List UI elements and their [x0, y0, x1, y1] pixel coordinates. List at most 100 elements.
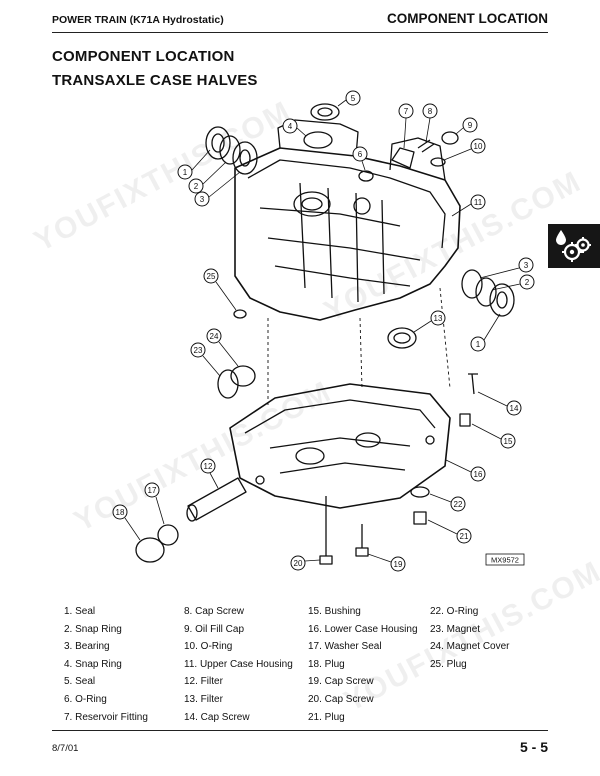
legend-item: 7. Reservoir Fitting: [64, 711, 148, 723]
svg-text:19: 19: [394, 560, 403, 569]
svg-text:3: 3: [200, 195, 205, 204]
reservoir-fitting: [391, 147, 415, 169]
callout: 11: [451, 194, 486, 217]
svg-text:22: 22: [454, 500, 463, 509]
legend-column: 22. O-Ring 23. Magnet 24. Magnet Cover 2…: [430, 603, 510, 673]
svg-text:5: 5: [351, 94, 356, 103]
header-chapter: POWER TRAIN (K71A Hydrostatic): [52, 14, 224, 26]
callout: 1: [470, 313, 501, 352]
svg-text:16: 16: [474, 470, 483, 479]
legend-item: 1. Seal: [64, 606, 96, 617]
callout: 2: [491, 274, 535, 291]
callout: 14: [477, 391, 522, 416]
legend-item: 10. O-Ring: [184, 641, 233, 653]
snap-ring: [303, 131, 333, 149]
svg-text:24: 24: [210, 332, 219, 341]
legend-item: 23. Magnet: [430, 623, 481, 635]
filter: [187, 477, 247, 521]
legend-item: 8. Cap Screw: [184, 606, 245, 617]
callout: 22: [429, 493, 466, 512]
callout: 25: [203, 268, 237, 311]
callout: 18: [112, 504, 141, 541]
cap-screw: [468, 373, 478, 395]
svg-text:15: 15: [504, 437, 513, 446]
oil-fill-cap: [441, 131, 459, 145]
legend-item: 12. Filter: [184, 676, 223, 688]
subsection-title: TRANSAXLE CASE HALVES: [52, 72, 258, 89]
svg-text:7: 7: [404, 107, 409, 116]
callout: 10: [443, 138, 486, 161]
plug: [233, 309, 247, 319]
callout: 6: [352, 146, 368, 171]
chapter-tab: [548, 224, 600, 268]
legend-item: 24. Magnet Cover: [430, 641, 510, 653]
bushing: [459, 413, 471, 427]
right-bearing-stack: [461, 269, 515, 317]
callout: 23: [190, 342, 221, 377]
callout: 15: [471, 423, 516, 449]
magnet-cover: [230, 365, 256, 387]
callout: 20: [290, 555, 321, 571]
legend-item: 20. Cap Screw: [308, 693, 374, 705]
legend-item: 5. Seal: [64, 676, 96, 688]
page-footer: 8/7/01 5 - 5: [52, 730, 548, 755]
svg-text:3: 3: [524, 261, 529, 270]
seal: [310, 103, 340, 121]
svg-text:13: 13: [434, 314, 443, 323]
callout: 1: [177, 149, 211, 180]
callout: 16: [445, 459, 486, 482]
callout: 19: [367, 553, 406, 572]
legend-item: 14. Cap Screw: [184, 711, 250, 723]
svg-text:23: 23: [194, 346, 203, 355]
svg-text:14: 14: [510, 404, 519, 413]
transaxle-exploded-diagram: 1 2 3 4 5 6 7 8: [112, 90, 535, 572]
svg-text:1: 1: [183, 168, 188, 177]
cap-screw: [355, 524, 369, 557]
svg-text:12: 12: [204, 462, 213, 471]
callout: 12: [200, 458, 219, 489]
callout: 2: [188, 161, 227, 194]
page-number: 5 - 5: [519, 739, 548, 755]
header-section: COMPONENT LOCATION: [387, 11, 548, 26]
legend-item: 17. Washer Seal: [308, 641, 382, 653]
o-ring: [157, 524, 179, 546]
lower-case-housing: [229, 383, 451, 509]
plug: [413, 511, 427, 525]
legend-column: 8. Cap Screw 9. Oil Fill Cap 10. O-Ring …: [184, 603, 293, 726]
legend-item: 22. O-Ring: [430, 606, 479, 617]
svg-text:20: 20: [294, 559, 303, 568]
left-bearing-stack: [205, 126, 258, 175]
o-ring: [430, 157, 446, 167]
legend-item: 18. Plug: [308, 658, 345, 670]
callout: 5: [337, 90, 361, 107]
legend-item: 16. Lower Case Housing: [308, 623, 418, 635]
washer-seal: [410, 486, 430, 498]
svg-text:4: 4: [288, 122, 293, 131]
legend-item: 11. Upper Case Housing: [184, 658, 293, 670]
cap-screw: [319, 496, 333, 565]
legend-item: 3. Bearing: [64, 641, 110, 653]
legend-item: 25. Plug: [430, 658, 467, 670]
callout: 7: [398, 103, 414, 149]
legend-item: 15. Bushing: [308, 606, 361, 617]
hydraulic-gears-icon: [556, 230, 591, 262]
callout: 21: [427, 519, 472, 544]
svg-text:21: 21: [460, 532, 469, 541]
legend-item: 4. Snap Ring: [64, 658, 122, 670]
svg-text:18: 18: [116, 508, 125, 517]
legend-column: 15. Bushing 16. Lower Case Housing 17. W…: [308, 603, 418, 726]
svg-text:2: 2: [525, 278, 530, 287]
svg-text:17: 17: [148, 486, 157, 495]
svg-text:1: 1: [476, 340, 481, 349]
filter: [387, 327, 417, 349]
section-title: COMPONENT LOCATION: [52, 48, 235, 65]
callout: 3: [479, 257, 534, 279]
legend-item: 2. Snap Ring: [64, 623, 122, 635]
svg-text:8: 8: [428, 107, 433, 116]
plug: [135, 537, 165, 563]
upper-case-housing: [234, 119, 461, 321]
callout: 3: [194, 171, 241, 207]
footer-date: 8/7/01: [52, 743, 79, 754]
svg-text:9: 9: [468, 121, 473, 130]
svg-text:10: 10: [474, 142, 483, 151]
